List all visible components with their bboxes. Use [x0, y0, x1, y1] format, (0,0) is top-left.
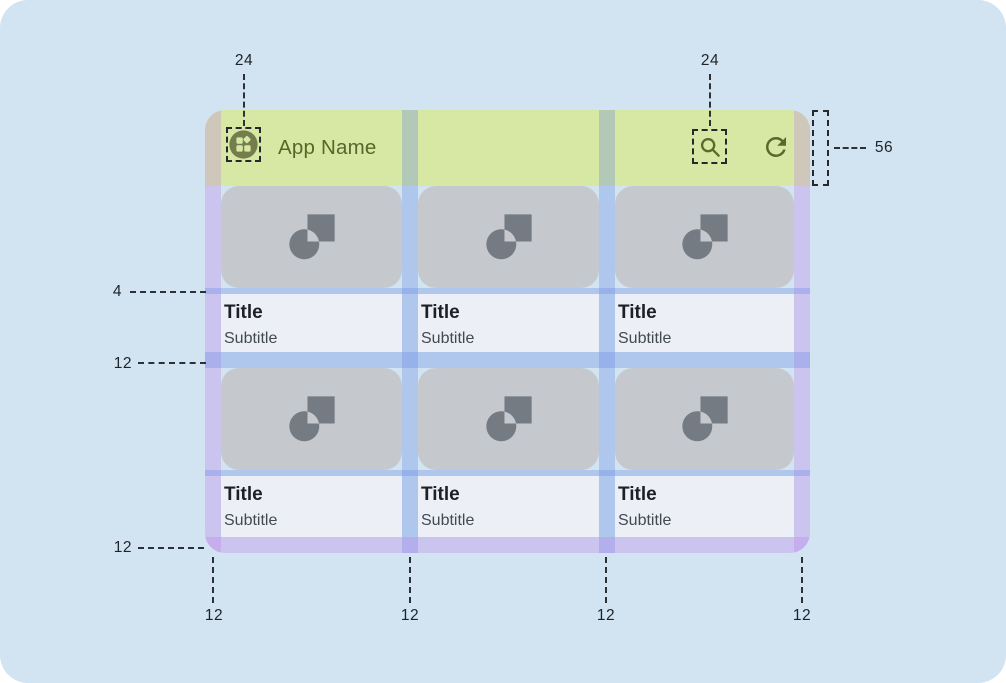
annotation-leader-line: [212, 557, 214, 603]
annotation-gutter-width-2: 12: [596, 607, 616, 624]
image-placeholder-icon: [288, 214, 335, 260]
card-text-block[interactable]: Title Subtitle: [221, 293, 402, 352]
annotation-image-text-gap: 4: [112, 283, 122, 300]
image-placeholder-icon: [681, 214, 728, 260]
annotation-action-icon-size: 24: [700, 52, 720, 69]
card-title: Title: [224, 483, 263, 505]
card-title: Title: [224, 301, 263, 323]
app-logo-icon[interactable]: [228, 129, 259, 160]
card-subtitle: Subtitle: [421, 512, 475, 530]
annotation-leader-line: [409, 557, 411, 603]
card-image[interactable]: [418, 368, 599, 470]
nav-icon-keyline-box: [226, 127, 261, 162]
card-title: Title: [618, 483, 657, 505]
card-text-block[interactable]: Title Subtitle: [615, 475, 794, 537]
appbar-height-bracket: [812, 110, 829, 186]
app-title: App Name: [278, 136, 377, 159]
card-title: Title: [421, 483, 460, 505]
annotation-leader-line: [138, 547, 204, 549]
image-placeholder-icon: [681, 396, 728, 442]
card-image[interactable]: [418, 186, 599, 288]
card-title: Title: [421, 301, 460, 323]
annotation-appbar-height: 56: [874, 139, 894, 156]
card-image[interactable]: [221, 368, 402, 470]
refresh-icon[interactable]: [761, 132, 791, 162]
annotation-gutter-width-1: 12: [400, 607, 420, 624]
annotation-leader-line: [138, 362, 206, 364]
top-app-bar: App Name: [205, 110, 810, 186]
card-text-block[interactable]: Title Subtitle: [221, 475, 402, 537]
annotation-right-margin-width: 12: [792, 607, 812, 624]
card-subtitle: Subtitle: [224, 330, 278, 348]
card-subtitle: Subtitle: [618, 512, 672, 530]
annotation-row-gap: 12: [113, 355, 132, 372]
card-text-block[interactable]: Title Subtitle: [615, 293, 794, 352]
image-placeholder-icon: [485, 214, 532, 260]
image-placeholder-icon: [288, 396, 335, 442]
mock-app-layout: App Name: [205, 110, 810, 553]
card-image[interactable]: [221, 186, 402, 288]
annotation-leader-line: [801, 557, 803, 603]
annotation-leader-line: [834, 147, 866, 149]
bottom-margin-overlay: [205, 537, 810, 553]
search-icon[interactable]: [697, 134, 723, 160]
card-image[interactable]: [615, 368, 794, 470]
search-icon-keyline-box: [692, 129, 727, 164]
annotation-nav-icon-size: 24: [234, 52, 254, 69]
annotation-left-margin-width: 12: [204, 607, 224, 624]
card-text-block[interactable]: Title Subtitle: [418, 293, 599, 352]
annotation-bottom-margin: 12: [113, 539, 132, 556]
annotation-leader-line: [130, 291, 206, 293]
card-subtitle: Subtitle: [618, 330, 672, 348]
card-image[interactable]: [615, 186, 794, 288]
card-subtitle: Subtitle: [421, 330, 475, 348]
image-placeholder-icon: [485, 396, 532, 442]
card-text-block[interactable]: Title Subtitle: [418, 475, 599, 537]
annotation-leader-line: [709, 74, 711, 126]
annotation-leader-line: [243, 74, 245, 126]
card-subtitle: Subtitle: [224, 512, 278, 530]
row-gap-overlay: [205, 352, 810, 368]
annotation-leader-line: [605, 557, 607, 603]
card-title: Title: [618, 301, 657, 323]
